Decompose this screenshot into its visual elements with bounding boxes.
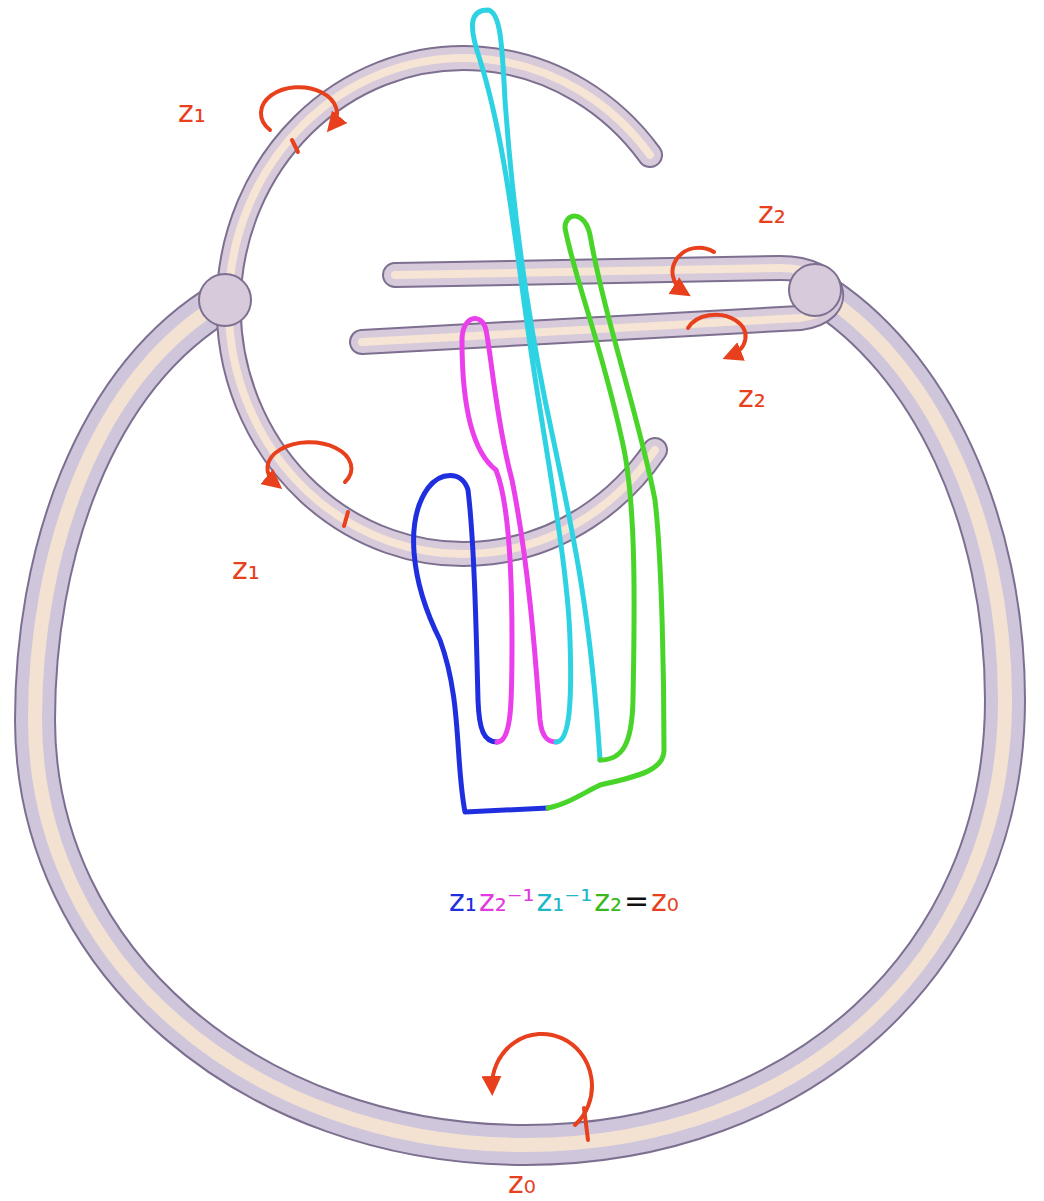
equation-term: z₂⁻¹ [479,884,535,917]
green-loop [548,216,664,808]
equation-term: z₁⁻¹ [537,884,593,917]
z1-arrow [292,140,298,152]
loop-label: z₂ [738,380,766,413]
z1-arrow [344,512,348,526]
loop-label: z₁ [232,552,260,585]
loop-label: z₂ [758,196,786,229]
junction [789,264,841,316]
z0-arrow [584,1108,588,1140]
cyan-loop [472,10,600,760]
equation-term: z₂ [594,884,622,917]
equation-term: z₁ [449,884,477,917]
z1-arrow [267,442,351,484]
z1-arrow [261,87,337,130]
z0-arrow [492,1034,592,1125]
z2-arrow [673,248,714,292]
junction [199,274,251,326]
blue-loop [414,476,548,813]
equation-term: z₀ [651,884,679,917]
big-tube [35,290,1005,1145]
loop-label: z₁ [178,95,206,128]
equation: z₁z₂⁻¹z₁⁻¹z₂=z₀ [449,884,681,917]
equation-term: = [624,884,649,917]
loop-label: z₀ [508,1166,536,1199]
z2-arrow [688,315,746,356]
